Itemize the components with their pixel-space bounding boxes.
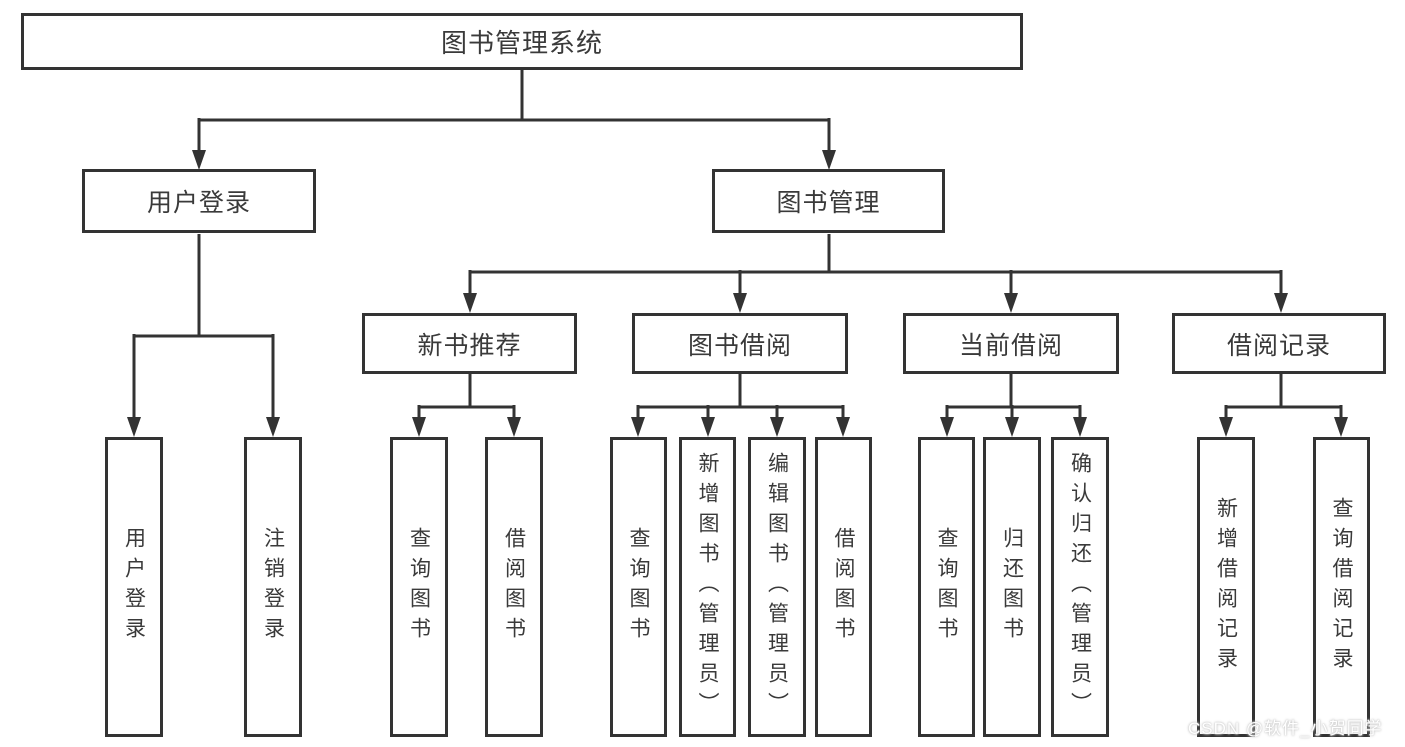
leaf-confirm-return-admin: 确认归还（管理员） <box>1051 437 1109 737</box>
node-library-management-system: 图书管理系统 <box>21 13 1023 70</box>
leaf-add-borrow-record: 新增借阅记录 <box>1197 437 1255 737</box>
leaf-logout: 注销登录 <box>244 437 302 737</box>
node-book-management: 图书管理 <box>712 169 945 233</box>
leaf-edit-books-admin: 编辑图书（管理员） <box>748 437 806 737</box>
node-book-borrowing: 图书借阅 <box>632 313 848 374</box>
leaf-query-books-borrowing: 查询图书 <box>610 437 667 737</box>
leaf-query-borrow-record: 查询借阅记录 <box>1313 437 1370 737</box>
node-borrowing-records: 借阅记录 <box>1172 313 1386 374</box>
leaf-query-books-current: 查询图书 <box>918 437 975 737</box>
leaf-query-books-recommend: 查询图书 <box>390 437 448 737</box>
node-new-book-recommendation: 新书推荐 <box>362 313 577 374</box>
node-current-borrowing: 当前借阅 <box>903 313 1119 374</box>
node-user-login: 用户登录 <box>82 169 316 233</box>
leaf-borrow-books: 借阅图书 <box>815 437 872 737</box>
leaf-return-books: 归还图书 <box>983 437 1041 737</box>
leaf-borrow-books-recommend: 借阅图书 <box>485 437 543 737</box>
leaf-add-books-admin: 新增图书（管理员） <box>679 437 736 737</box>
csdn-watermark: CSDN @软件_小贺同学 <box>1188 719 1383 738</box>
leaf-user-login: 用户登录 <box>105 437 163 737</box>
